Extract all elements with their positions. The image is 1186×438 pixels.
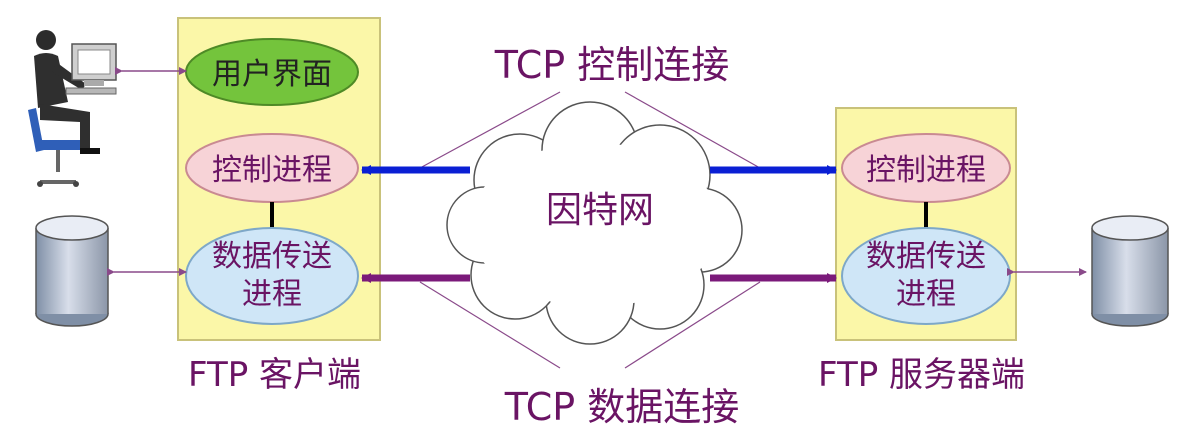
tcp-data-connection-label: TCP 数据连接 (504, 385, 740, 429)
server-data-process-label-1: 数据传送 (866, 239, 986, 274)
tcp-control-connection-label: TCP 控制连接 (494, 43, 730, 87)
user-interface-label: 用户界面 (212, 57, 332, 92)
database-cylinder-icon (35, 215, 109, 327)
internet-label: 因特网 (546, 190, 654, 231)
database-cylinder-icon (1091, 215, 1169, 327)
cloud-icon (446, 101, 743, 345)
server-data-process-label-2: 进程 (896, 277, 956, 312)
user-at-computer-icon (28, 30, 117, 187)
server-data-process-node (841, 227, 1011, 325)
client-data-process-node (185, 227, 359, 325)
tcp-connection-lines (419, 91, 761, 369)
client-caption: FTP 客户端 (188, 355, 361, 395)
client-data-process-label-2: 进程 (242, 277, 302, 312)
client-data-process-label-1: 数据传送 (212, 239, 332, 274)
server-control-process-label: 控制进程 (866, 153, 986, 188)
server-caption: FTP 服务器端 (818, 355, 1025, 395)
client-control-process-label: 控制进程 (212, 153, 332, 188)
